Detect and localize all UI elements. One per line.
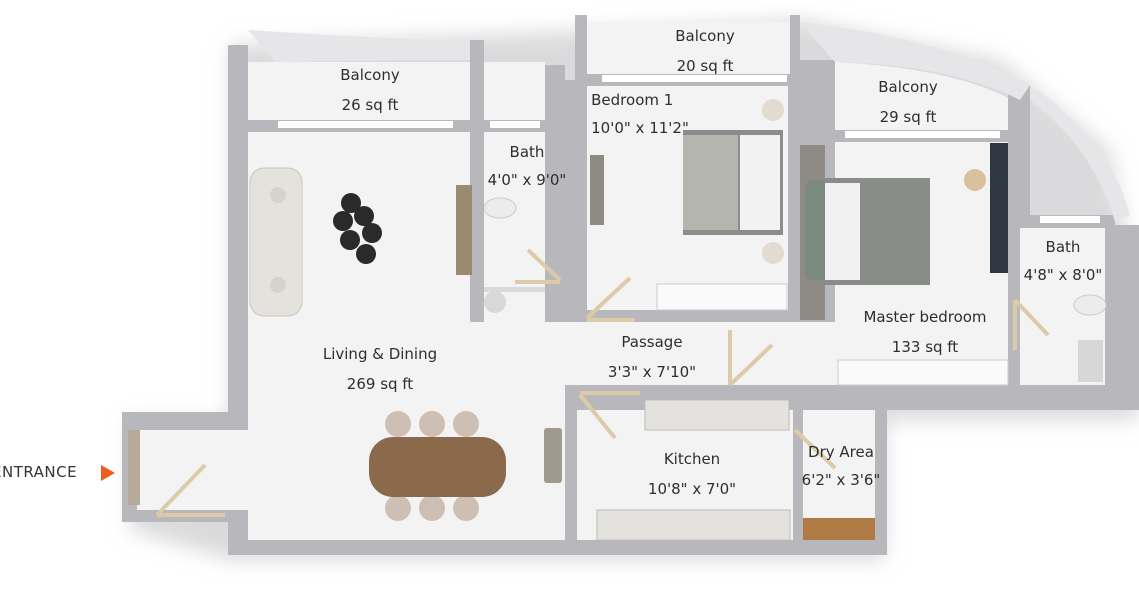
washbasin — [484, 291, 506, 313]
dining-chairs — [385, 411, 479, 521]
room-name: Bath — [1045, 238, 1081, 256]
room-label-master: Master bedroom 133 sq ft — [863, 308, 986, 357]
room-size: 4'0" x 9'0" — [487, 171, 567, 189]
room-label-living: Living & Dining 269 sq ft — [323, 345, 437, 394]
dining-table — [369, 437, 506, 497]
room-name: Balcony — [340, 66, 400, 84]
room-name: Passage — [621, 333, 683, 351]
room-size: 20 sq ft — [676, 57, 734, 75]
sideboard — [544, 428, 562, 483]
shoe-cabinet — [128, 430, 140, 505]
room-name: Balcony — [878, 78, 938, 96]
kitchen-counter-top — [644, 399, 790, 431]
windows — [278, 75, 1100, 223]
nightstand — [762, 242, 784, 264]
floor-vestibule — [137, 430, 248, 510]
furniture — [128, 99, 1107, 541]
room-size: 29 sq ft — [879, 108, 937, 126]
room-label-passage: Passage 3'3" x 7'10" — [608, 333, 696, 382]
floor-passage — [565, 322, 835, 385]
room-label-balcony-left: Balcony 26 sq ft — [340, 66, 399, 115]
toilet — [483, 197, 517, 219]
bedroom1-cabinet — [590, 155, 604, 225]
room-size: 6'2" x 3'6" — [801, 471, 881, 489]
room-label-bath1: Bath 4'0" x 9'0" — [488, 143, 567, 190]
dry-area-floor-wood — [803, 518, 875, 540]
room-size: 26 sq ft — [341, 96, 399, 114]
room-size: 3'3" x 7'10" — [607, 363, 697, 381]
floor-balcony-gap — [484, 62, 545, 120]
master-headboard — [805, 180, 830, 280]
room-label-kitchen: Kitchen 10'8" x 7'0" — [648, 450, 736, 499]
room-name: Dry Area — [808, 443, 874, 461]
room-size: 10'0" x 11'2" — [591, 119, 689, 137]
floor-balcony-mid — [587, 22, 790, 74]
room-name: Bath — [509, 143, 545, 161]
entrance-arrow-icon — [101, 465, 115, 481]
tv-unit — [456, 185, 472, 275]
floor-balcony-left — [248, 62, 470, 120]
sofa — [249, 167, 303, 317]
nightstand — [762, 99, 784, 121]
wardrobe-master — [837, 359, 1009, 386]
room-name: Living & Dining — [322, 345, 438, 363]
wardrobe-bedroom1 — [656, 283, 788, 311]
entrance-label: ENTRANCE — [0, 463, 78, 481]
room-label-balcony-mid: Balcony 20 sq ft — [675, 27, 734, 76]
room-name: Kitchen — [663, 450, 721, 468]
room-name: Bedroom 1 — [591, 91, 674, 109]
room-name: Balcony — [675, 27, 735, 45]
toilet-master — [1073, 294, 1107, 316]
room-label-dry-area: Dry Area 6'2" x 3'6" — [802, 443, 881, 490]
room-size: 10'8" x 7'0" — [647, 480, 737, 498]
washbasin-master — [1078, 340, 1103, 382]
study-desk — [990, 143, 1008, 273]
coffee-table-cluster — [333, 193, 382, 264]
room-size: 133 sq ft — [891, 338, 959, 356]
floor-balcony-right — [835, 62, 1008, 130]
room-name: Master bedroom — [863, 308, 987, 326]
room-size: 4'8" x 8'0" — [1023, 266, 1103, 284]
chair — [964, 169, 986, 191]
room-label-balcony-right: Balcony 29 sq ft — [878, 78, 937, 127]
doors — [155, 248, 1050, 517]
room-size: 269 sq ft — [346, 375, 414, 393]
kitchen-counter-bottom — [596, 509, 791, 541]
room-label-bath2: Bath 4'8" x 8'0" — [1024, 238, 1103, 285]
room-label-bedroom1: Bedroom 1 10'0" x 11'2" — [591, 91, 689, 138]
